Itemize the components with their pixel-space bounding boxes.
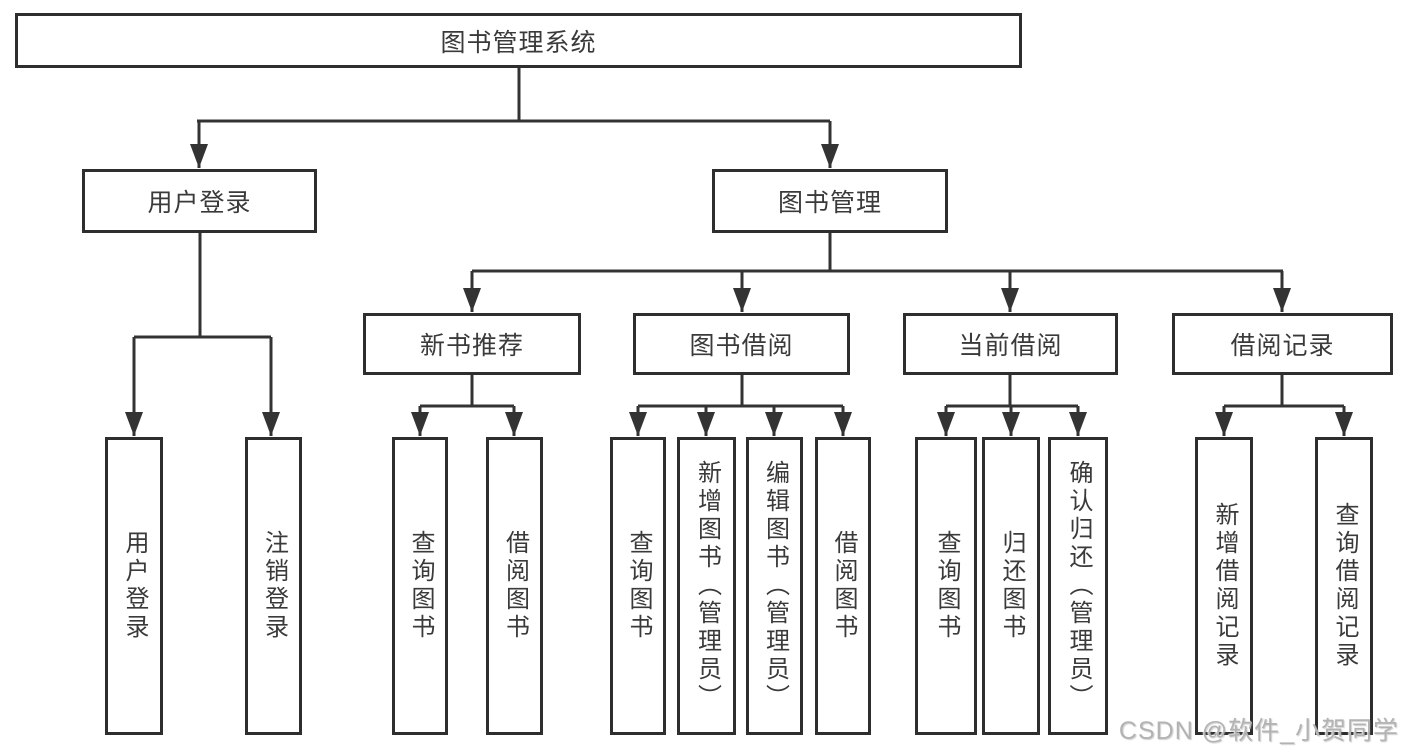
leaf-user-login-label: 用户登录 (121, 530, 148, 642)
leaf-borrow-book-1-label: 借阅图书 (501, 530, 529, 642)
node-book-management: 图书管理 (712, 169, 948, 233)
leaf-edit-book-admin: 编辑图书（管理员） (746, 437, 803, 735)
node-current-borrow-label: 当前借阅 (958, 332, 1063, 360)
leaf-logout: 注销登录 (245, 437, 302, 735)
leaf-add-book-admin: 新增图书（管理员） (677, 437, 736, 735)
node-new-book-recommend: 新书推荐 (363, 313, 581, 375)
leaf-return-book-label: 归还图书 (998, 530, 1025, 642)
node-user-login: 用户登录 (82, 169, 317, 233)
node-user-login-label: 用户登录 (147, 189, 252, 217)
node-new-book-recommend-label: 新书推荐 (419, 332, 524, 360)
leaf-query-borrow-record: 查询借阅记录 (1315, 437, 1373, 735)
node-book-borrow-label: 图书借阅 (689, 332, 794, 360)
leaf-query-book-3: 查询图书 (915, 437, 977, 735)
node-book-management-label: 图书管理 (777, 189, 882, 217)
node-root: 图书管理系统 (15, 13, 1022, 68)
leaf-query-book-2: 查询图书 (610, 437, 666, 735)
leaf-return-book: 归还图书 (982, 437, 1040, 735)
leaf-add-book-admin-label: 新增图书（管理员） (693, 460, 721, 712)
leaf-query-book-1-label: 查询图书 (407, 530, 434, 642)
leaf-confirm-return-admin: 确认归还（管理员） (1048, 437, 1108, 735)
leaf-add-borrow-record: 新增借阅记录 (1195, 437, 1253, 735)
leaf-logout-label: 注销登录 (260, 530, 288, 642)
csdn-watermark: CSDN @软件_小贺同学 (1118, 717, 1399, 745)
node-borrow-record-label: 借阅记录 (1230, 332, 1335, 360)
node-book-borrow: 图书借阅 (633, 313, 850, 375)
leaf-user-login: 用户登录 (105, 437, 163, 735)
node-current-borrow: 当前借阅 (903, 313, 1118, 375)
leaf-query-borrow-record-label: 查询借阅记录 (1331, 502, 1358, 670)
node-borrow-record: 借阅记录 (1172, 313, 1393, 375)
leaf-add-borrow-record-label: 新增借阅记录 (1211, 502, 1238, 670)
leaf-borrow-book-2: 借阅图书 (815, 437, 871, 735)
leaf-borrow-book-2-label: 借阅图书 (830, 530, 857, 642)
leaf-query-book-1: 查询图书 (392, 437, 448, 735)
leaf-confirm-return-admin-label: 确认归还（管理员） (1065, 460, 1092, 712)
node-root-label: 图书管理系统 (440, 28, 597, 57)
leaf-edit-book-admin-label: 编辑图书（管理员） (761, 460, 789, 712)
leaf-query-book-2-label: 查询图书 (625, 530, 652, 642)
leaf-query-book-3-label: 查询图书 (933, 530, 960, 642)
leaf-borrow-book-1: 借阅图书 (486, 437, 543, 735)
